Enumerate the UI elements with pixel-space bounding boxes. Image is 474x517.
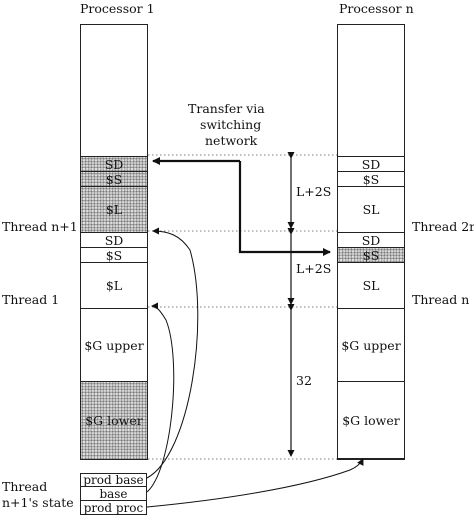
thread-label-left-lower: Thread 1 [2,292,60,307]
transfer-arrow-right [238,161,331,256]
prod-proc-pointer [146,458,364,508]
transfer-label-line-3: network [205,133,258,148]
processor-n-title: Processor n [339,1,414,16]
thread-label-right-lower: Thread n [412,292,470,307]
transfer-label-line-1: Transfer via [188,101,265,116]
dimension-label-lower: 32 [296,373,312,388]
p1-l-1: $L [80,186,148,233]
thread-state-label-line-1: Thread [2,479,48,494]
thread-label-left-upper: Thread n+1 [2,219,78,234]
state-prod-proc: prod proc [80,500,147,515]
prod-base-pointer [146,227,199,479]
dimension-label-upper: L+2S [296,184,332,199]
thread-label-right-upper: Thread 2n [412,219,474,234]
processor-n-memory: SD $S SL SD $S SL $G upper $G lower [337,24,405,460]
pn-g-lower: $G lower [337,381,405,460]
state-base: base [80,486,147,501]
dimension-label-middle: L+2S [296,261,332,276]
processor-1-memory: SD $S $L SD $S $L $G upper $G lower [80,24,148,460]
processor-1-title: Processor 1 [80,1,155,16]
transfer-label-line-2: switching [200,117,262,132]
pn-s-2: $S [337,247,405,263]
thread-state-label-line-2: n+1's state [2,495,74,510]
p1-g-lower: $G lower [80,381,148,460]
p1-sd-1: SD [80,156,148,172]
base-pointer [146,302,175,493]
